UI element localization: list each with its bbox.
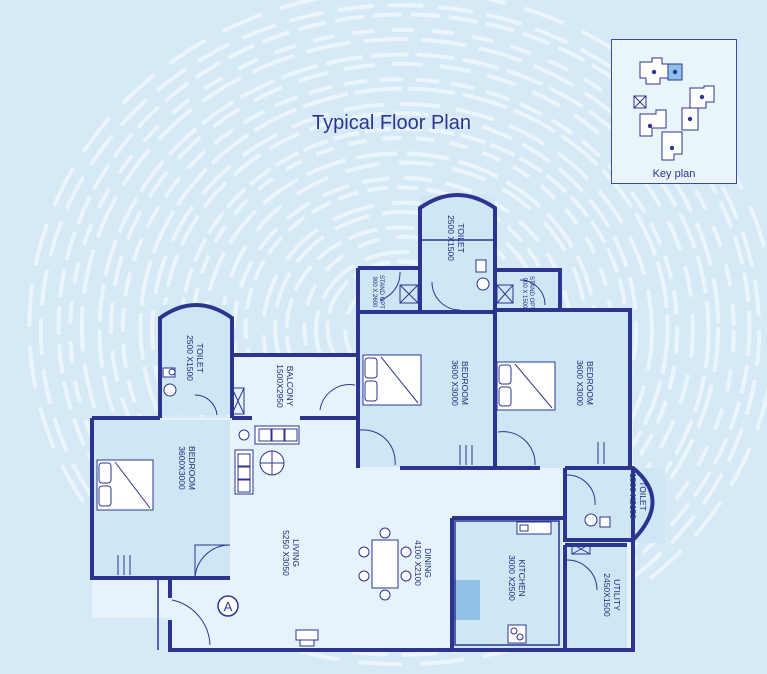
- label-toilet-left: TOILET 2500 X1500: [185, 328, 205, 388]
- wall-toilet-top: [418, 193, 497, 312]
- toilet-left-fill: [160, 305, 232, 415]
- bed-right: [496, 361, 556, 411]
- label-stand-opt-right: STAND OPT 900 X 1500: [520, 268, 534, 318]
- key-plan-label: Key plan: [652, 168, 696, 180]
- label-dining-size: 4100 X2100: [413, 540, 423, 586]
- label-dining-name: DINING: [423, 548, 433, 578]
- stand-opt-left-fill: [358, 270, 420, 312]
- label-toilet-left-size: 2500 X1500: [185, 335, 195, 381]
- furniture: [96, 259, 611, 647]
- label-bedroom-left-name: BEDROOM: [187, 446, 197, 490]
- label-bedroom-right: BEDROOM 3600 X3000: [575, 348, 595, 418]
- bed-middle: [362, 354, 422, 406]
- door-balcony: [319, 384, 356, 411]
- kitchen-highlight: [452, 580, 480, 620]
- label-bedroom-right-size: 3600 X3000: [575, 360, 585, 406]
- page-title: Typical Floor Plan: [0, 112, 767, 135]
- label-toilet-right: TOILET 1500 X2150: [628, 466, 648, 526]
- wall-bedroom-right: [495, 308, 632, 468]
- fingerprint-ridge: [38, 3, 762, 657]
- kitchen-counter-outline: [454, 520, 560, 646]
- label-toilet-top: TOILET 2500 X1500: [446, 208, 466, 268]
- label-toilet-top-name: TOILET: [456, 223, 466, 253]
- door-swings: [171, 271, 598, 646]
- label-stand-opt-left-size: 900 X 2600: [371, 276, 377, 308]
- label-utility-size: 2450X1500: [602, 573, 612, 617]
- wall-outer-bottom: [168, 468, 635, 652]
- stand-opt-right-fill: [495, 270, 560, 312]
- kitchen-fixtures: [507, 521, 552, 644]
- label-stand-opt-left-name: STAND OPT: [378, 275, 384, 309]
- door-stand-right: [519, 279, 546, 306]
- label-balcony-size: 1500X2950: [275, 364, 285, 408]
- label-dining: DINING 4100 X2100: [413, 528, 433, 598]
- label-kitchen-size: 3000 X2500: [507, 555, 517, 601]
- door-bedroom-right: [497, 431, 536, 466]
- label-bedroom-left: BEDROOM 3600X3000: [177, 433, 197, 503]
- door-utility: [566, 559, 598, 591]
- label-stand-opt-right-name: STAND OPT: [528, 276, 534, 310]
- sofa-set: [234, 425, 300, 495]
- walls: [90, 193, 655, 652]
- label-kitchen-name: KITCHEN: [517, 559, 527, 597]
- toilet-top-fill: [420, 195, 495, 310]
- key-plan-drawing: [633, 57, 715, 161]
- wall-bedroom-left: [90, 416, 230, 580]
- label-toilet-left-name: TOILET: [195, 343, 205, 373]
- utility-fill: [565, 545, 627, 648]
- balcony-fill: [232, 355, 358, 420]
- door-toilet-right: [566, 474, 596, 506]
- wall-kitchen: [450, 516, 565, 648]
- cross-marks: [231, 284, 591, 555]
- label-bedroom-middle-name: BEDROOM: [460, 361, 470, 405]
- door-entry: [171, 599, 211, 646]
- wall-toilet-right: [563, 466, 655, 542]
- page-title-text: Typical Floor Plan: [312, 112, 471, 134]
- fingerprint-ridge: [97, 52, 711, 608]
- entrance-marker-letter: A: [224, 599, 233, 614]
- room-fills: [92, 195, 665, 650]
- entrance-marker: A: [217, 595, 239, 617]
- door-toilet-left: [194, 394, 218, 416]
- wardrobes: [117, 442, 605, 575]
- label-living-size: 5250 X3050: [281, 530, 291, 576]
- label-utility: UTILITY 2450X1500: [602, 565, 622, 625]
- label-balcony-name: BALCONY: [285, 365, 295, 407]
- label-utility-name: UTILITY: [612, 579, 622, 611]
- label-toilet-right-size: 1500 X2150: [628, 473, 638, 519]
- label-kitchen: KITCHEN 3000 X2500: [507, 543, 527, 613]
- door-toilet-top: [431, 281, 461, 311]
- label-bedroom-middle-size: 3600 X3000: [450, 360, 460, 406]
- wall-toilet-left: [158, 303, 234, 418]
- toilet-fixtures: [162, 259, 611, 528]
- label-toilet-right-name: TOILET: [638, 481, 648, 511]
- label-bedroom-right-name: BEDROOM: [585, 361, 595, 405]
- door-bedroom-left-leaf: [194, 544, 230, 578]
- bed-left: [96, 459, 154, 511]
- label-stand-opt-right-size: 900 X 1500: [521, 277, 527, 309]
- tv-unit: [295, 629, 319, 647]
- label-bedroom-middle: BEDROOM 3600 X3000: [450, 348, 470, 418]
- label-toilet-top-size: 2500 X1500: [446, 215, 456, 261]
- toilet-right-fill: [565, 468, 665, 543]
- thin-walls: [157, 239, 560, 650]
- wall-stand-opt: [358, 266, 562, 310]
- wall-utility: [563, 543, 627, 648]
- label-stand-opt-left: STAND OPT 900 X 2600: [370, 267, 384, 317]
- label-living: LIVING 5250 X3050: [281, 518, 301, 588]
- door-bedroom-middle: [359, 429, 396, 466]
- key-plan: Key plan: [611, 39, 737, 184]
- dining-table: [358, 527, 412, 601]
- label-balcony: BALCONY 1500X2950: [275, 356, 295, 416]
- door-stand-left: [379, 271, 401, 301]
- label-living-name: LIVING: [291, 539, 301, 567]
- label-bedroom-left-size: 3600X3000: [177, 446, 187, 490]
